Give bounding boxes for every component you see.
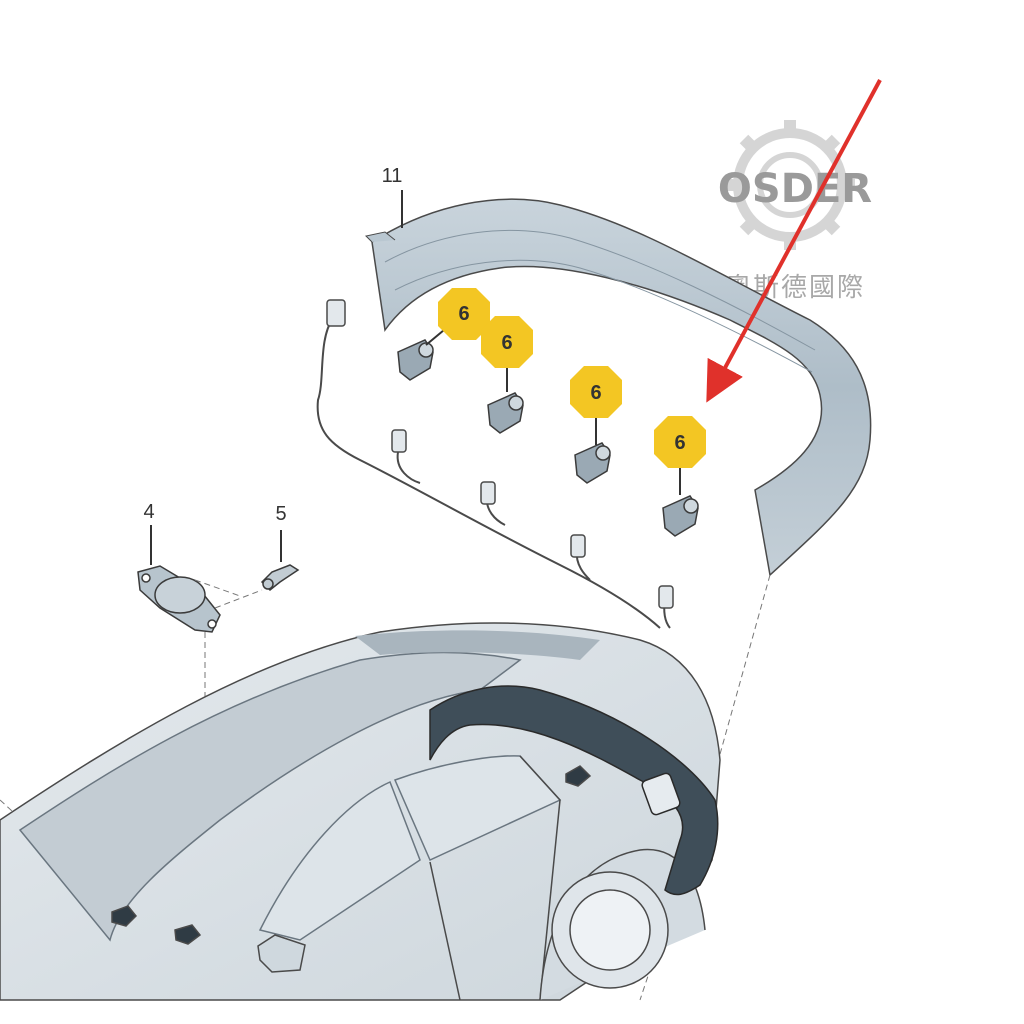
badge-sensor-2: 6 [481,316,533,368]
callout-badges: 6 6 6 6 [438,288,706,468]
sensor-2 [487,392,524,434]
harness-connectors [326,299,674,609]
badge-sensor-1: 6 [438,288,490,340]
sensor-3 [574,442,611,484]
label-part-11: 11 [382,165,403,187]
red-pointer-arrow-icon [706,79,882,403]
badge-sensor-4-label: 6 [674,432,685,454]
parking-sensors [397,339,699,537]
badge-sensor-3: 6 [570,366,622,418]
badge-sensor-2-label: 6 [501,332,512,354]
harness-plug-2 [480,481,496,505]
harness-plug-main [326,299,346,327]
car-rear-bumper [429,685,719,896]
harness-plug-3 [570,534,586,558]
part-4-bracket [137,565,221,633]
label-part-5: 5 [275,503,286,525]
sensor-4 [662,495,699,537]
rear-bumper-cover [364,198,872,577]
sensor-1 [397,339,434,381]
harness-plug-4 [658,585,674,609]
badge-sensor-3-label: 6 [590,382,601,404]
car-body [0,622,721,1001]
watermark-brand: OSDER [718,166,872,212]
watermark: OSDER 奧斯德國際 [718,120,872,303]
badge-sensor-4: 6 [654,416,706,468]
harness-plug-1 [391,429,407,453]
label-part-4: 4 [143,501,154,523]
badge-sensor-1-label: 6 [458,303,469,325]
part-5-clip [260,564,300,592]
